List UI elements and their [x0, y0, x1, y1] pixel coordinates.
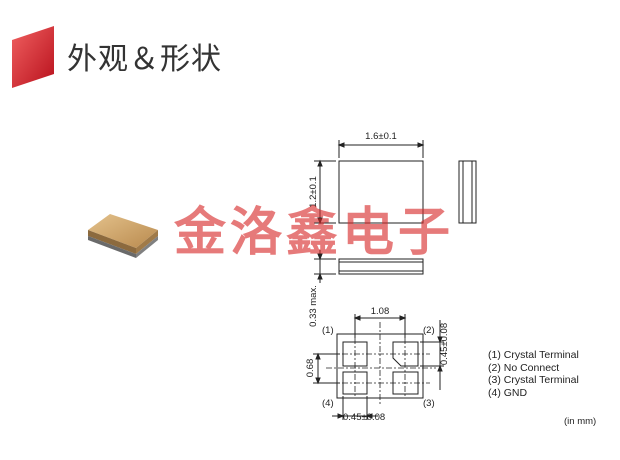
top-view-body	[338, 160, 424, 224]
terminal-legend: (1) Crystal Terminal (2) No Connect (3) …	[488, 349, 579, 399]
pitch-x-label: 1.08	[371, 306, 390, 317]
pin-label-1: (1)	[322, 325, 334, 336]
top-width-label: 1.6±0.1	[365, 131, 397, 142]
legend-item: (2) No Connect	[488, 361, 560, 374]
legend-item: (1) Crystal Terminal	[488, 349, 579, 361]
side-view-bottom	[338, 258, 424, 275]
side-view-right	[458, 160, 477, 224]
side-height-label: 0.33 max.	[308, 285, 319, 327]
pin-label-2: (2)	[423, 325, 435, 336]
unit-note: (in mm)	[564, 416, 597, 427]
pitch-y-label: 0.68	[305, 359, 316, 378]
top-height-label: 1.2±0.1	[308, 176, 319, 208]
crystal-package-illustration	[88, 214, 158, 258]
watermark-text: 金洛鑫电子	[174, 202, 455, 263]
page-title: 外观＆形状	[67, 42, 222, 77]
pin-label-3: (3)	[423, 398, 435, 409]
pad-height-label: 0.45±0.08	[439, 323, 450, 365]
pin-label-4: (4)	[322, 398, 334, 409]
legend-item: (3) Crystal Terminal	[488, 374, 579, 386]
pad-width-label: 0.45±0.08	[343, 412, 385, 423]
title-accent-mark	[12, 26, 54, 88]
legend-item: (4) GND	[488, 386, 528, 399]
